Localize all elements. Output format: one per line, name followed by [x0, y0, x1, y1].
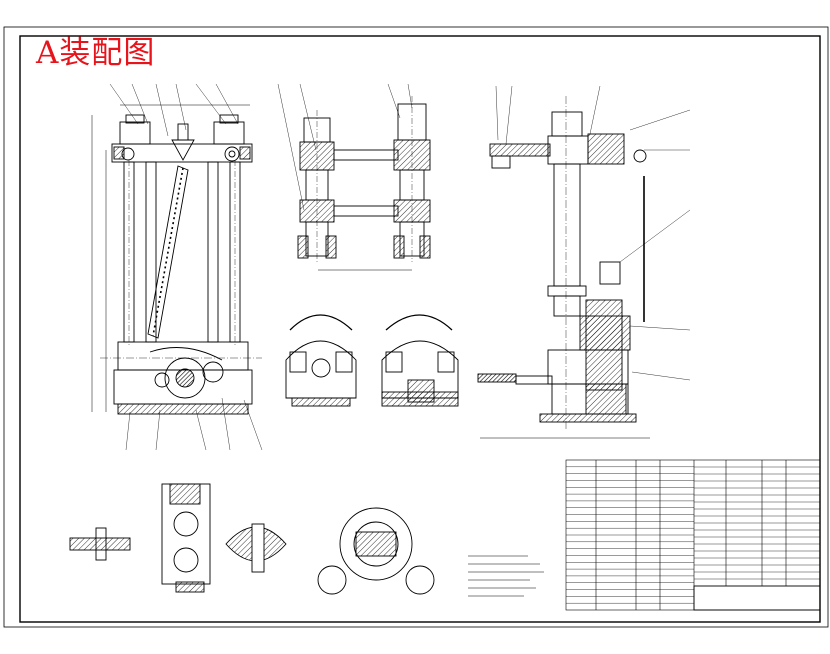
side-view: [277, 83, 431, 271]
inner-frame: [19, 35, 821, 623]
parts-list-table: [565, 459, 821, 611]
drawing-title: A装配图: [36, 35, 156, 71]
outer-frame: [3, 26, 829, 628]
right-elevation: [477, 85, 691, 439]
front-view: [91, 83, 263, 451]
technical-notes: [468, 555, 544, 597]
detail-views: [69, 483, 435, 595]
section-views: [285, 314, 459, 407]
